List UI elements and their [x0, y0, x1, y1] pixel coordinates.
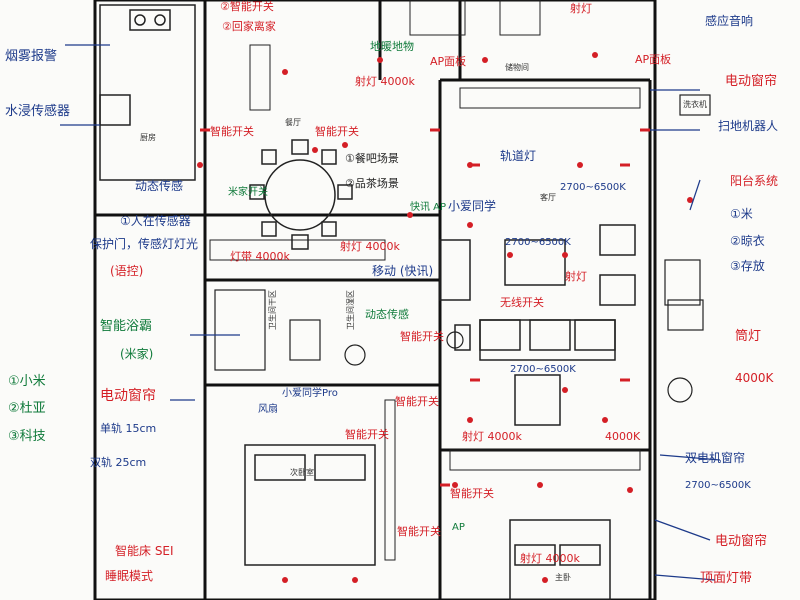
- red-markers: [200, 128, 650, 487]
- note-brand-3: ③科技: [8, 429, 46, 444]
- note-light-2700: 2700~6500K: [510, 364, 576, 375]
- note-color-temp: 2700~6500K: [560, 182, 626, 193]
- note-electric-curtain-2: 电动窗帘: [715, 533, 767, 549]
- balcony-furniture: [664, 94, 711, 403]
- note-motion-2: 动态传感: [365, 308, 409, 321]
- note-floor-heat: 地暖地物: [370, 39, 414, 53]
- note-color-temp-2: 2700~6500K: [505, 237, 571, 248]
- note-wind: 风扇: [258, 402, 278, 415]
- note-smart-bath-sub: (米家): [120, 346, 153, 361]
- bathroom: [214, 289, 464, 371]
- note-hall-light: 4000K: [605, 430, 641, 443]
- room-living: 客厅: [540, 192, 556, 202]
- note-linked-light: 保护门，传感灯灯光: [90, 236, 198, 251]
- note-smart-4: 智能开关: [395, 394, 439, 408]
- note-motion-sensor: 动态传感: [135, 178, 183, 193]
- note-bedroom-2: 睡眠模式: [105, 569, 153, 583]
- note-xiaoai-pro: 小爱同学Pro: [282, 386, 338, 399]
- note-scene-1: ①餐吧场景: [345, 151, 399, 165]
- note-balcony-3: ②晾衣: [730, 233, 765, 248]
- note-smart-switch-1: 智能开关: [210, 124, 254, 138]
- note-ap-panel-2: AP面板: [635, 52, 671, 66]
- sofa-set: [439, 224, 636, 426]
- note-water-sensor: 水浸传感器: [5, 103, 70, 119]
- room-bed2: 次卧室: [290, 467, 314, 477]
- note-track-1: 单轨 15cm: [100, 421, 156, 435]
- note-tv-light: 筒灯: [735, 328, 761, 344]
- note-range-hood: 烟雾报警: [5, 48, 57, 64]
- dining-table: [249, 139, 353, 250]
- note-spot: 射灯 4000k: [340, 239, 400, 253]
- note-dual-curtain-k: 2700~6500K: [685, 480, 751, 491]
- red-dots: [197, 52, 693, 583]
- note-smart-bath: 智能浴霸: [100, 319, 152, 334]
- note-curtain-motor: 电动窗帘: [100, 387, 156, 404]
- note-wifi-ap: 快讯 AP: [410, 201, 446, 213]
- note-spot-3: 射灯 4000k: [462, 429, 522, 443]
- note-mobile: 移动 (快讯): [372, 264, 433, 278]
- note-smart-3: 智能开关: [345, 427, 389, 441]
- note-ceiling-light: 射灯 4000k: [355, 74, 415, 88]
- note-balcony-2: ①米: [730, 207, 753, 221]
- note-smart-5: 智能开关: [450, 486, 494, 500]
- note-switch-bath: 智能开关: [400, 329, 444, 343]
- kitchen-counter: [99, 4, 196, 181]
- note-kitchen-switch: ②智能开关: [220, 0, 274, 13]
- note-dining-switch: 米家开关: [228, 185, 268, 198]
- note-ap-small: AP: [452, 522, 465, 533]
- note-smart-6: 智能开关: [397, 524, 441, 538]
- room-bath-wet: 卫生间湿区: [345, 290, 355, 330]
- leader-arrows: [60, 44, 721, 581]
- note-sync: (语控): [110, 264, 143, 278]
- note-sweep-robot: 扫地机器人: [718, 119, 778, 133]
- note-dual-curtain: 双电机窗帘: [685, 450, 745, 465]
- note-light-strip: 灯带 4000k: [230, 250, 290, 263]
- note-scene-2: ②品茶场景: [345, 176, 399, 190]
- note-bedroom-1: 智能床 SEI: [115, 543, 174, 558]
- note-light-top: 射灯: [570, 1, 592, 15]
- note-tv-light-k: 4000K: [735, 371, 775, 385]
- note-balcony-1: 阳台系统: [730, 173, 778, 188]
- note-spot-4: 射灯 4000k: [520, 551, 580, 565]
- note-spot-2: 射灯: [565, 269, 587, 283]
- note-brand-1: ①小米: [8, 374, 46, 389]
- wardrobes: [209, 0, 641, 561]
- note-top-light: 顶面灯带: [700, 571, 752, 586]
- note-track-light: 轨道灯: [500, 149, 536, 163]
- room-laundry: 洗衣机: [683, 99, 707, 109]
- note-smart-switch-2: 智能开关: [315, 124, 359, 138]
- note-scene-switch: ②回家离家: [222, 19, 276, 33]
- note-voice: 小爱同学: [448, 198, 496, 213]
- room-storage: 储物间: [505, 62, 529, 72]
- note-track-2: 双轨 25cm: [90, 455, 146, 469]
- beds: [244, 444, 611, 600]
- note-open-switch: 无线开关: [500, 295, 544, 309]
- room-dining: 餐厅: [285, 118, 301, 127]
- room-master: 主卧: [555, 572, 571, 582]
- note-pos-sensor: ①人在传感器: [120, 213, 191, 228]
- room-kitchen: 厨房: [140, 132, 156, 142]
- note-ap-panel: AP面板: [430, 54, 466, 68]
- note-balcony-4: ③存放: [730, 258, 765, 273]
- note-electric-curtain: 电动窗帘: [725, 73, 777, 89]
- room-bath-dry: 卫生间干区: [267, 290, 277, 330]
- note-brand-2: ②杜亚: [8, 401, 46, 416]
- note-sensor-light: 感应音响: [705, 13, 753, 28]
